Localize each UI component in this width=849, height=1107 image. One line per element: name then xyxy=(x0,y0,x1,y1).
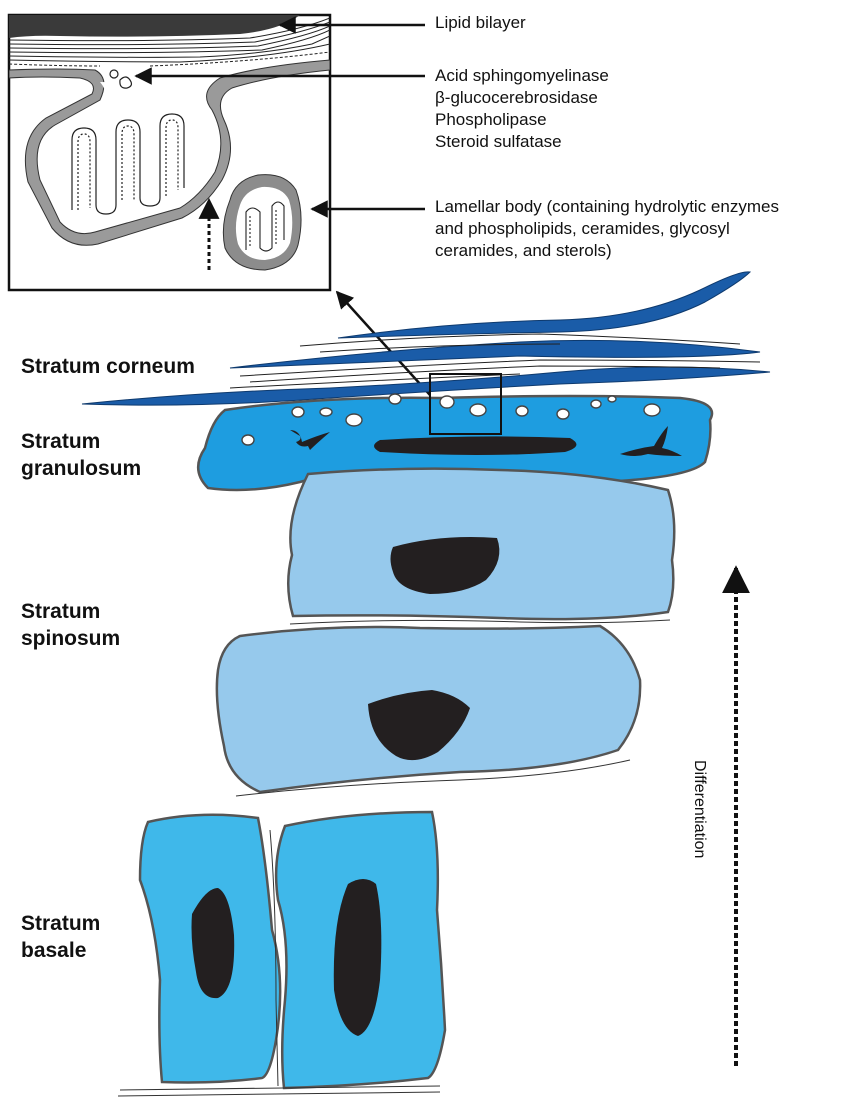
enzyme-acid-sphingomyelinase: Acid sphingomyelinase xyxy=(435,65,609,87)
stratum-corneum-label: Stratum corneum xyxy=(21,353,195,380)
inset-panel xyxy=(9,15,330,290)
stratum-basale-label: Stratum basale xyxy=(21,910,100,964)
stratum-basale-line-1: Stratum xyxy=(21,910,100,937)
inset-lamellar-body xyxy=(223,175,301,270)
stratum-granulosum-line-1: Stratum xyxy=(21,428,141,455)
stratum-spinosum-cells xyxy=(217,469,674,796)
lamellar-body-line-2: and phospholipids, ceramides, glycosyl xyxy=(435,218,779,240)
stratum-spinosum-line-2: spinosum xyxy=(21,625,120,652)
enzyme-steroid-sulfatase: Steroid sulfatase xyxy=(435,131,609,153)
stratum-spinosum-label: Stratum spinosum xyxy=(21,598,120,652)
stratum-corneum-layer xyxy=(82,272,770,405)
lipid-bilayer-label: Lipid bilayer xyxy=(435,12,526,34)
granulosum-nucleus xyxy=(374,436,576,455)
inset-source-arrow xyxy=(337,292,430,395)
stratum-basale-cells xyxy=(118,812,445,1096)
enzyme-phospholipase: Phospholipase xyxy=(435,109,609,131)
lamellar-body-line-1: Lamellar body (containing hydrolytic enz… xyxy=(435,196,779,218)
lamellar-body-line-3: ceramides, and sterols) xyxy=(435,240,779,262)
stratum-granulosum-line-2: granulosum xyxy=(21,455,141,482)
stratum-basale-line-2: basale xyxy=(21,937,100,964)
differentiation-label: Differentiation xyxy=(690,760,708,858)
stratum-spinosum-line-1: Stratum xyxy=(21,598,120,625)
enzyme-beta-glucocerebrosidase: β-glucocerebrosidase xyxy=(435,87,609,109)
stratum-granulosum-label: Stratum granulosum xyxy=(21,428,141,482)
enzyme-list: Acid sphingomyelinase β-glucocerebrosida… xyxy=(435,65,609,153)
lamellar-body-label: Lamellar body (containing hydrolytic enz… xyxy=(435,196,779,262)
